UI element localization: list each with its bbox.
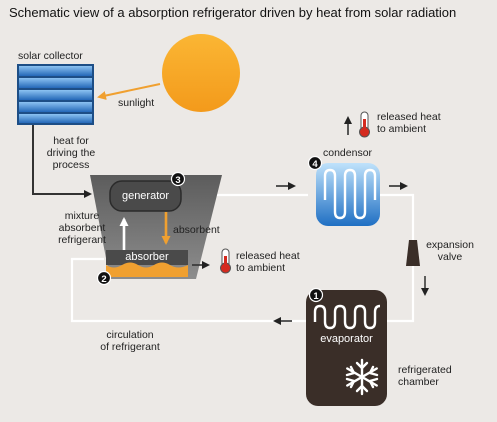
refrigerated-chamber xyxy=(306,290,387,406)
svg-text:2: 2 xyxy=(101,274,106,285)
absorber-released-heat-label: released heat to ambient xyxy=(236,250,300,274)
heat-for-process-label: heat for driving the process xyxy=(46,135,96,171)
thermometer-icon xyxy=(220,248,231,274)
expansion-valve-label: expansion valve xyxy=(426,239,474,263)
evaporator-coil xyxy=(313,304,381,330)
condensor-coil xyxy=(323,168,377,220)
svg-text:1: 1 xyxy=(313,291,319,302)
evaporator-label: evaporator xyxy=(320,333,373,345)
sunlight-arrow xyxy=(97,83,161,100)
absorber-liquid xyxy=(106,262,188,277)
solar-collector-label: solar collector xyxy=(18,50,83,62)
solar-collector xyxy=(17,64,94,125)
step-marker-2: 2 xyxy=(96,270,112,286)
absorber xyxy=(106,250,188,265)
page-title: Schematic view of a absorption refrigera… xyxy=(9,5,457,20)
svg-text:4: 4 xyxy=(312,159,318,170)
step-marker-4: 4 xyxy=(307,155,323,171)
expansion-valve xyxy=(406,240,420,266)
snowflake-icon xyxy=(345,358,379,396)
step-marker-3: 3 xyxy=(170,171,186,187)
absorbent-label: absorbent xyxy=(173,224,220,236)
generator xyxy=(109,180,182,212)
svg-text:3: 3 xyxy=(175,175,180,186)
condensor-released-heat-label: released heat to ambient xyxy=(377,111,441,135)
thermometer-icon xyxy=(359,111,370,138)
circulation-label: circulation of refrigerant xyxy=(100,329,160,353)
mixture-label: mixture absorbent refrigerant xyxy=(58,210,106,246)
refrigerated-chamber-label: refrigerated chamber xyxy=(398,364,452,388)
absorber-label: absorber xyxy=(125,251,169,263)
condensor-label: condensor xyxy=(323,147,373,159)
generator-label: generator xyxy=(121,190,170,202)
heat-supply-line xyxy=(32,125,92,198)
step-marker-1: 1 xyxy=(308,287,324,303)
sunlight-label: sunlight xyxy=(118,97,155,109)
sun-icon xyxy=(162,34,240,112)
